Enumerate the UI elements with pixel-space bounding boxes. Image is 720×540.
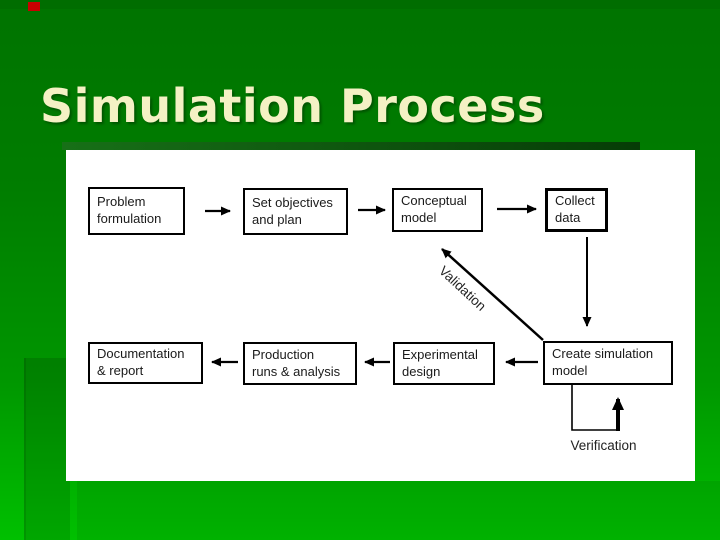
flow-box-label: Experimental — [402, 346, 478, 362]
flow-box-label: Problem — [97, 194, 146, 210]
verification-label: Verification — [570, 438, 637, 453]
verification-loop-line — [571, 385, 616, 431]
slide-title: Simulation Process — [40, 78, 545, 133]
flow-box-label: and plan — [252, 211, 302, 227]
flow-box-collect-data: Collect data — [545, 188, 608, 232]
flow-box-label: Create simulation — [552, 346, 654, 362]
flow-box-label: runs & analysis — [252, 363, 341, 379]
flow-box-create-simulation-model: Create simulation model — [543, 341, 673, 385]
flow-box-label: data — [555, 210, 581, 225]
flow-box-label: & report — [97, 363, 144, 378]
flow-box-label: model — [401, 210, 437, 225]
flow-box-label: Set objectives — [252, 194, 333, 210]
arrow-validation-diagonal — [441, 248, 544, 341]
flow-box-label: design — [402, 363, 441, 379]
flow-box-set-objectives: Set objectives and plan — [243, 188, 348, 235]
diagram-panel: Problem formulation Set objectives and p… — [66, 150, 695, 481]
flow-box-label: Production — [252, 346, 315, 362]
slide-top-strip — [0, 0, 720, 9]
panel-top-shadow — [62, 142, 640, 150]
flow-box-conceptual-model: Conceptual model — [392, 188, 483, 232]
flow-box-problem-formulation: Problem formulation — [88, 187, 185, 235]
flow-box-documentation-report: Documentation & report — [88, 342, 203, 384]
flow-box-label: Collect — [555, 193, 595, 209]
left-deco-rectangle — [24, 358, 70, 540]
flow-box-label: Conceptual — [401, 193, 467, 209]
flow-box-label: Documentation — [97, 346, 185, 362]
flow-arrows-layer — [205, 204, 624, 431]
flow-box-experimental-design: Experimental design — [393, 342, 495, 385]
red-accent-square — [28, 2, 40, 11]
flow-box-label: formulation — [97, 211, 162, 226]
flow-box-label: model — [552, 363, 588, 378]
bottom-deco-rectangle — [77, 481, 720, 540]
flow-box-production-runs: Production runs & analysis — [243, 342, 357, 385]
